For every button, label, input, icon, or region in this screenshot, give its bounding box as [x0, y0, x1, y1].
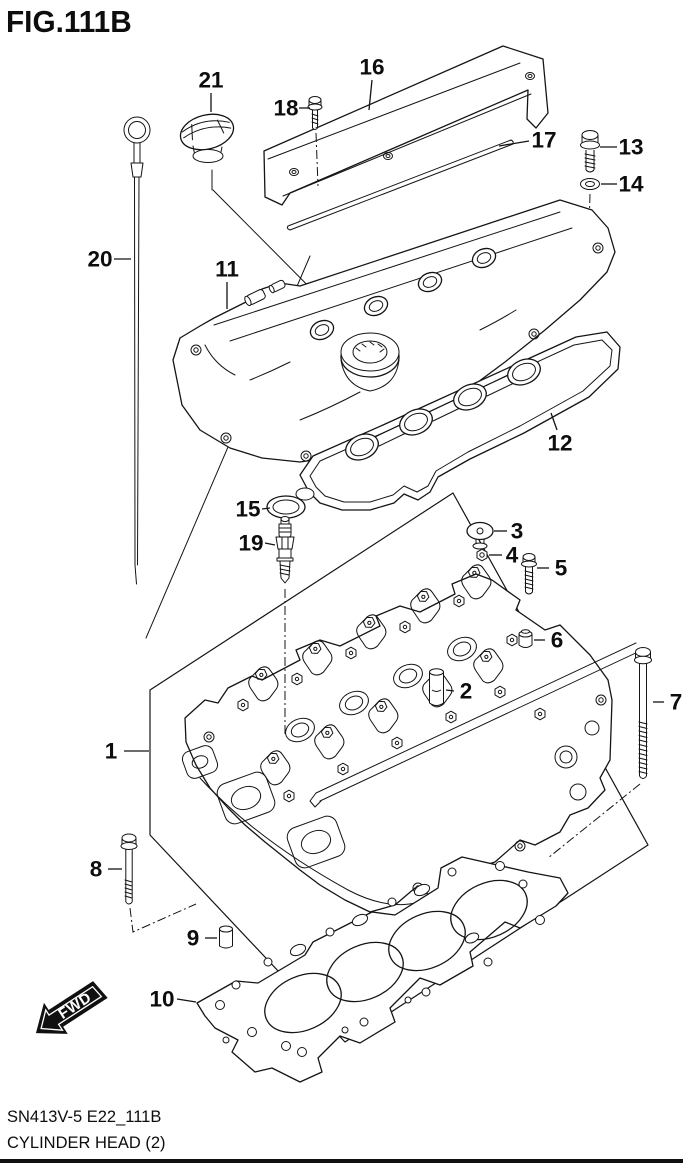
figure-title: FIG.111B: [6, 4, 132, 39]
part-20-oil-level-gauge: [123, 116, 151, 585]
oil-filler-neck: [340, 332, 400, 392]
callout-16-label: 16: [359, 55, 384, 80]
part-2-valve-guide: [429, 668, 444, 706]
callout-18-label: 18: [273, 96, 298, 121]
callout-2-label: 2: [460, 679, 473, 704]
callout-11-label: 11: [215, 257, 239, 282]
callout-13-label: 13: [618, 135, 643, 160]
callout-12-label: 12: [547, 431, 572, 456]
callout-17-leader: [498, 140, 530, 147]
part-10-head-gasket: [196, 856, 569, 1083]
figure-caption: CYLINDER HEAD (2): [7, 1133, 166, 1152]
part-19-spark-plug: [275, 516, 295, 737]
part-13-bolt: [580, 130, 600, 173]
part-15-seal: [266, 487, 315, 519]
fwd-arrow: FWD: [35, 981, 108, 1034]
part-5-bolt: [521, 553, 537, 595]
callout-14-label: 14: [618, 172, 644, 197]
callout-19-label: 19: [238, 531, 263, 556]
assembly-box-outline: [149, 492, 649, 1043]
callout-19-leader: [264, 542, 276, 546]
callout-15-label: 15: [235, 497, 260, 522]
callout-7-label: 7: [670, 690, 683, 715]
part-16-cylinder-head-cover: [263, 45, 549, 206]
callout-3-label: 3: [511, 519, 524, 544]
part-21-oil-filler-cap: [179, 113, 235, 163]
callout-4-label: 4: [506, 543, 519, 568]
callout-5-label: 5: [555, 556, 568, 581]
figure-code: SN413V-5 E22_111B: [7, 1107, 162, 1126]
part-1-cylinder-head: [181, 561, 641, 913]
callout-8-label: 8: [90, 857, 103, 882]
callout-20-label: 20: [87, 247, 112, 272]
callout-16-leader: [368, 79, 373, 111]
part-3-cap: [466, 521, 494, 550]
callout-15-leader: [261, 507, 271, 510]
part-9-pin: [219, 925, 233, 949]
callout-6-label: 6: [551, 628, 564, 653]
callout-17-label: 17: [531, 128, 556, 153]
part-6-cap-nut: [518, 629, 533, 648]
part-7-bolt: [547, 647, 652, 859]
part-4-nut: [476, 548, 488, 562]
callout-10-leader: [176, 998, 197, 1003]
part-12-head-cover-gasket: [299, 331, 621, 511]
callout-12-leader: [550, 412, 558, 431]
figure-footer: SN413V-5 E22_111B CYLINDER HEAD (2): [7, 1104, 166, 1156]
callout-9-label: 9: [187, 926, 200, 951]
part-8-bolt: [120, 833, 197, 933]
callout-2-leader: [445, 689, 455, 692]
page-bottom-rule: [0, 1159, 683, 1163]
callout-1-label: 1: [105, 739, 118, 764]
callout-10-label: 10: [149, 987, 174, 1012]
callout-21-label: 21: [198, 68, 223, 93]
part-18-bolt: [307, 96, 323, 187]
part-11-cylinder-head-cover: [172, 199, 616, 463]
